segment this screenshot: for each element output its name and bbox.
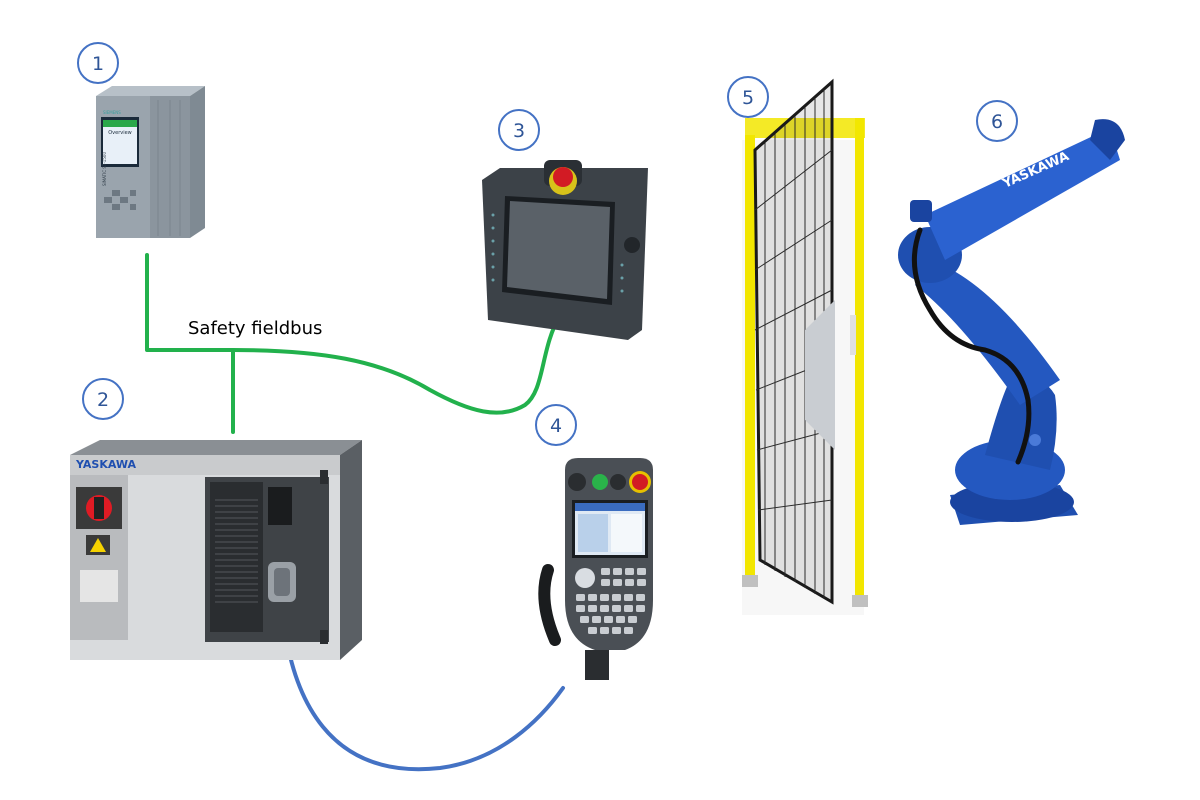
hmi-side-leds (491, 213, 624, 293)
badge-6-number: 6 (991, 111, 1003, 133)
badge-4: 4 (535, 404, 577, 446)
plc-model-text: SIMATIC S7-1500 (102, 152, 107, 186)
pendant-keypad (575, 568, 646, 634)
fence-frame (753, 78, 834, 605)
safety-fieldbus-cable (145, 253, 562, 434)
badge-1: 1 (77, 42, 119, 84)
controller-brand-text: YASKAWA (75, 458, 137, 471)
pendant-cable (280, 603, 565, 772)
industrial-robot: YASKAWA (898, 119, 1125, 525)
hmi-panel (482, 160, 648, 340)
robot-controller: YASKAWA (70, 440, 362, 660)
safety-fieldbus-label: Safety fieldbus (188, 318, 322, 339)
fence-mesh (754, 90, 833, 598)
teach-pendant (538, 458, 653, 680)
badge-5-number: 5 (742, 87, 754, 109)
badge-2: 2 (82, 378, 124, 420)
safety-fence (742, 78, 868, 615)
badge-3-number: 3 (513, 120, 525, 142)
plc-screen-title: Overview (108, 130, 132, 136)
badge-3: 3 (498, 109, 540, 151)
plc-brand-text: SIEMENS (103, 110, 121, 115)
controller-vent (215, 499, 258, 603)
plc-keypad (104, 190, 136, 210)
badge-2-number: 2 (97, 389, 109, 411)
badge-1-number: 1 (92, 53, 104, 75)
safety-plc: Overview SIEMENS SIMATIC S7-1500 (96, 86, 205, 238)
badge-4-number: 4 (550, 415, 562, 437)
badge-6: 6 (976, 100, 1018, 142)
badge-5: 5 (727, 76, 769, 118)
